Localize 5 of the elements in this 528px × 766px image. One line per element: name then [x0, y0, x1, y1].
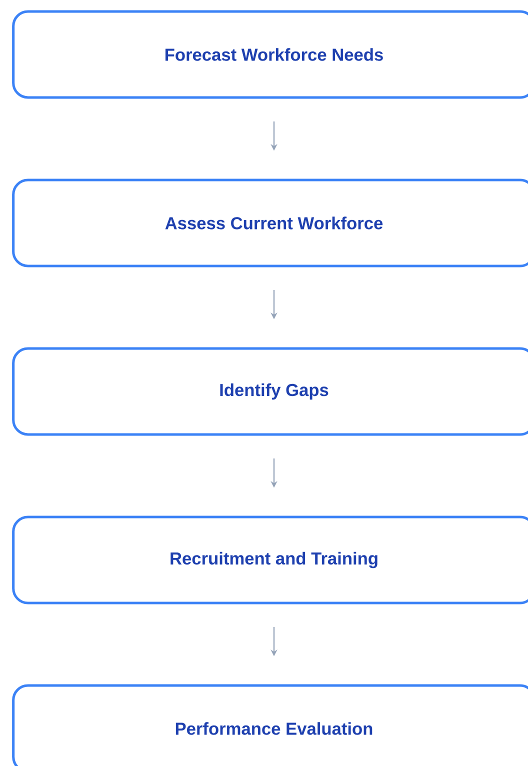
process-box: Performance Evaluation — [12, 684, 528, 766]
process-box: Recruitment and Training — [12, 516, 528, 604]
process-box: Identify Gaps — [12, 347, 528, 436]
process-box: Forecast Workforce Needs — [12, 10, 528, 99]
process-box: Assess Current Workforce — [12, 178, 528, 268]
